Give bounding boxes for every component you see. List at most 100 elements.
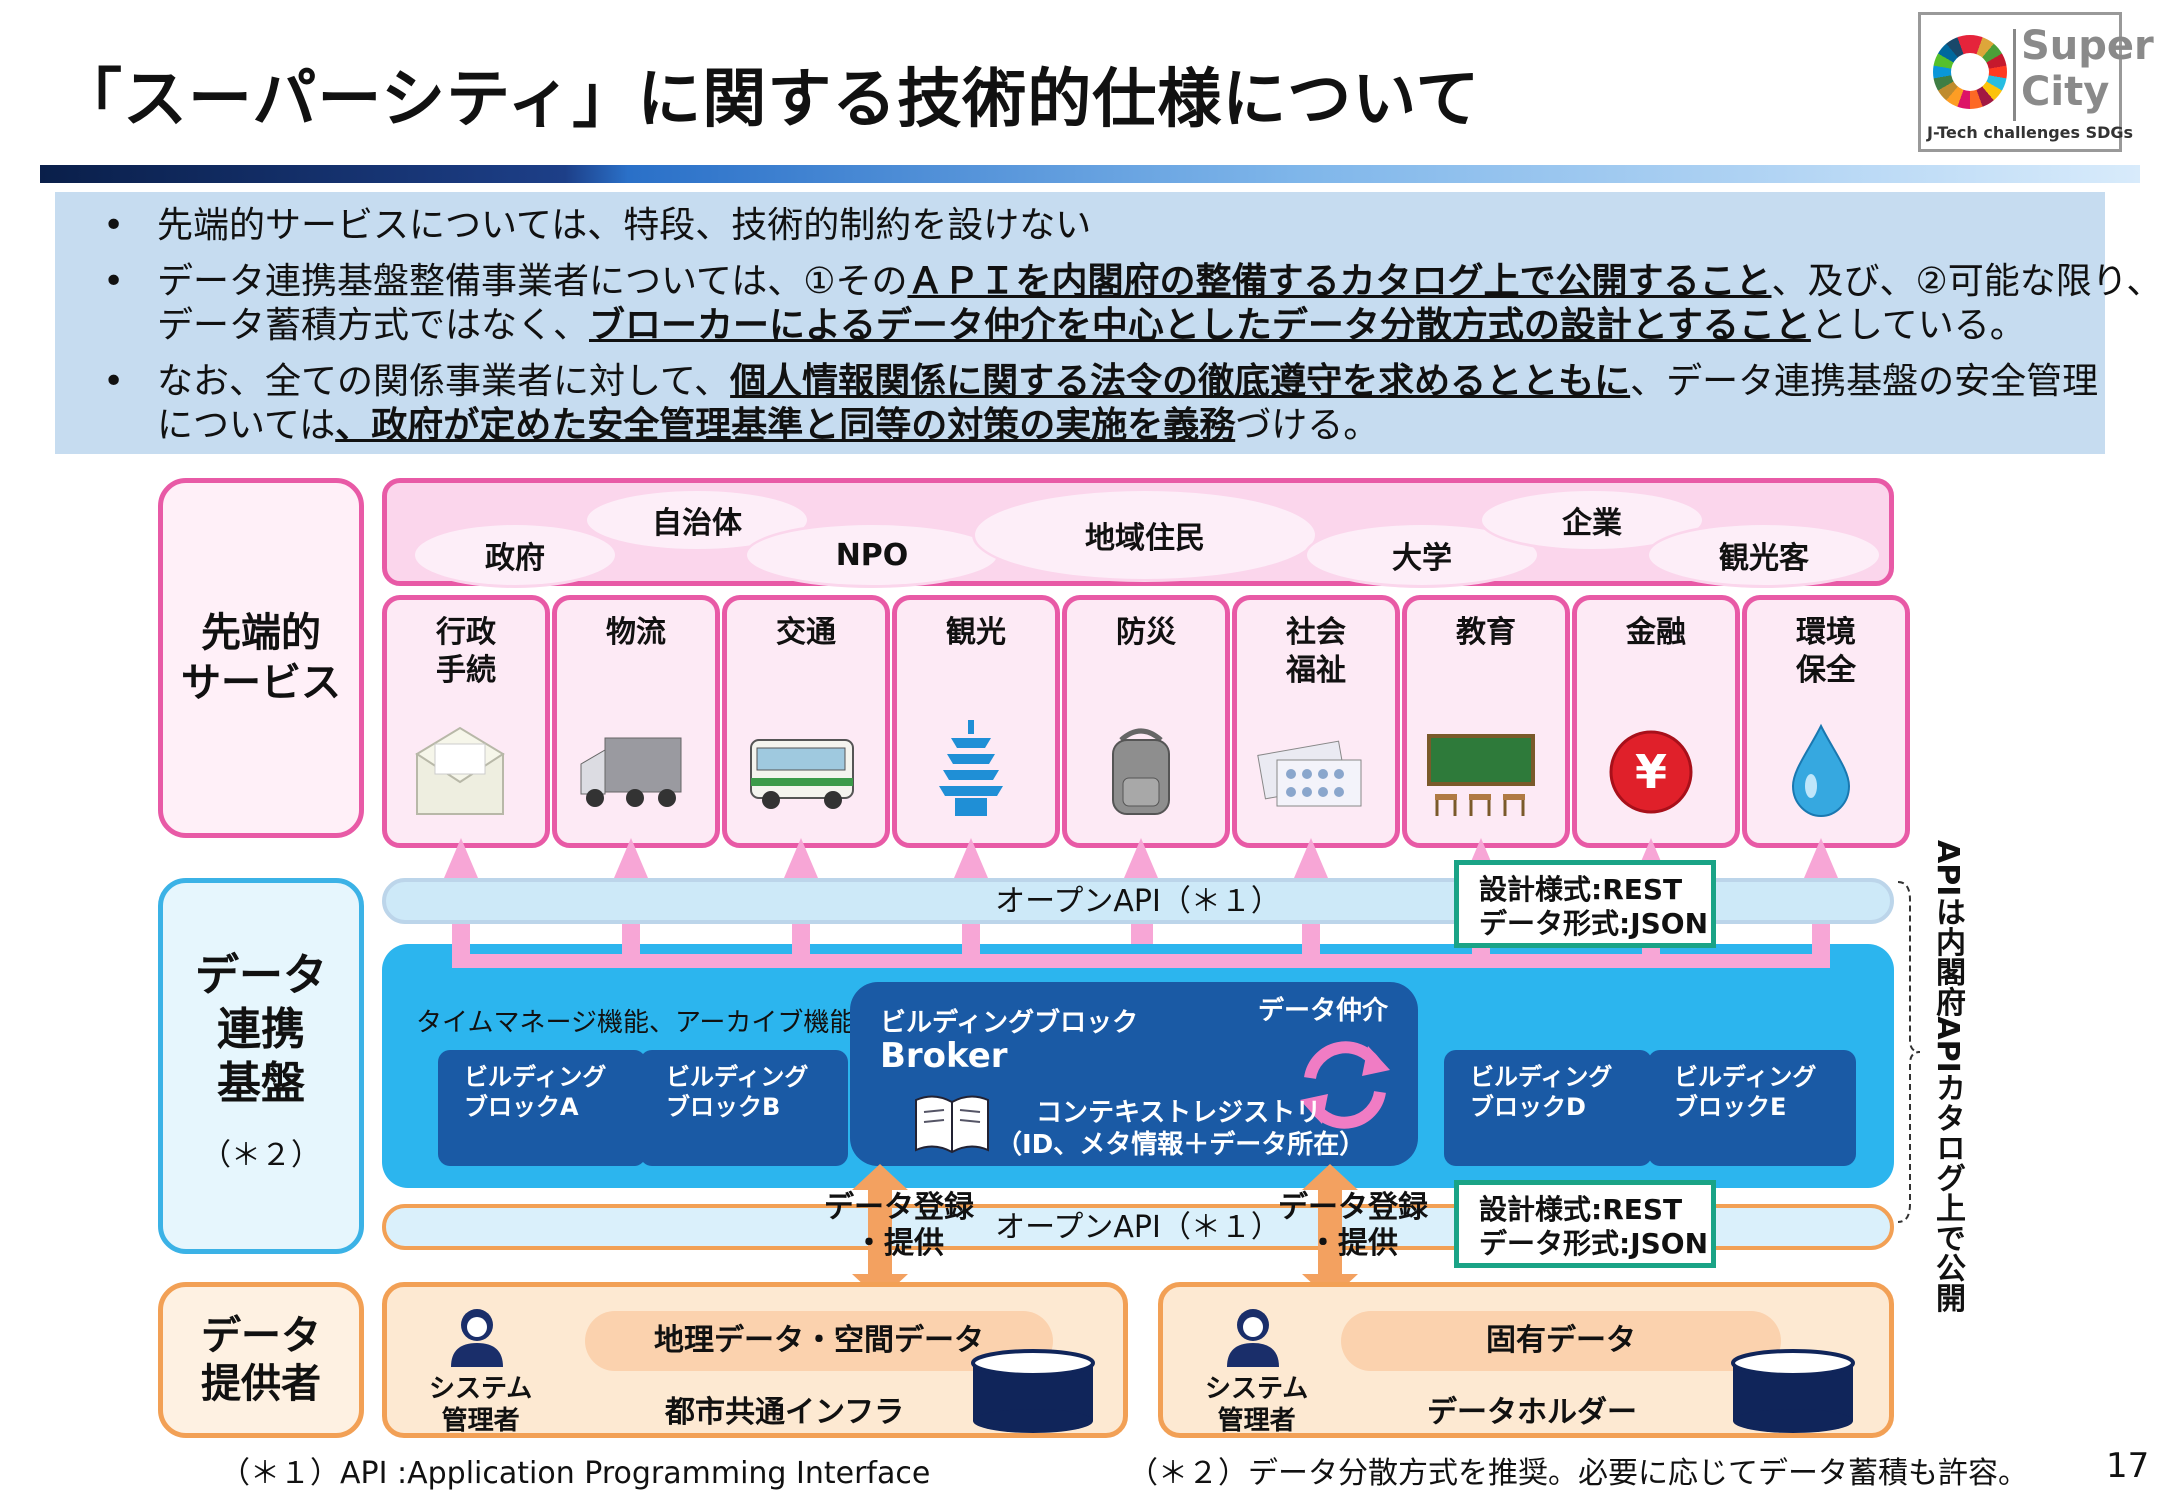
yen-icon: ¥ xyxy=(1609,730,1693,814)
api-catalog-note: APIは内閣府APIカタログ上で公開 xyxy=(1930,840,1965,1313)
logo-line1: Super xyxy=(2021,23,2154,69)
rest-spec-box-bottom: 設計様式:REST データ形式:JSON xyxy=(1454,1180,1716,1268)
data-flow-label-left: データ登録 ・提供 xyxy=(824,1190,974,1261)
service-box-gyosei: 行政 手続 xyxy=(382,595,550,848)
context-registry-detail: （ID、メタ情報＋データ所在） xyxy=(996,1130,1366,1160)
summary-bullets: • 先端的サービスについては、特段、技術的制約を設けない • データ連携基盤整備… xyxy=(55,192,2162,454)
platform-function-note: タイムマネージ機能、アーカイブ機能等 xyxy=(416,1008,882,1038)
rest-spec-format: データ形式:JSON xyxy=(1479,1227,1709,1260)
service-name: 社会 福祉 xyxy=(1286,615,1346,688)
service-box-kanko: 観光 xyxy=(892,595,1060,848)
layer-label-platform: データ 連携 基盤 （＊２） xyxy=(158,878,364,1254)
layer-label-platform-note: （＊２） xyxy=(201,1138,321,1173)
open-api-label: オープンAPI（＊１） xyxy=(995,884,1281,919)
footnote-distributed: （＊２）データ分散方式を推奨。必要に応じてデータ蓄積も許容。 xyxy=(1128,1456,2028,1491)
service-box-butsuryu: 物流 xyxy=(552,595,720,848)
bullet-3-seg: なお、全ての関係事業者に対して、 xyxy=(157,361,731,402)
service-name: 防災 xyxy=(1116,615,1176,650)
broker-title: ビルディングブロック xyxy=(880,1008,1139,1038)
bullet-3-text: なお、全ての関係事業者に対して、個人情報関係に関する法令の徹底遵守を求めるととも… xyxy=(157,360,2098,448)
service-name: 金融 xyxy=(1626,615,1686,650)
admin-person-icon xyxy=(451,1309,503,1367)
service-box-kyoiku: 教育 xyxy=(1402,595,1570,848)
building-block-d: ビルディング ブロックD xyxy=(1444,1050,1652,1166)
water-drop-icon xyxy=(1791,723,1851,818)
actor-oval: 地域住民 xyxy=(975,491,1315,579)
envelope-icon xyxy=(415,726,505,815)
broker-building-block: ビルディングブロック Broker データ仲介 コンテキストレジストリ （ID、… xyxy=(850,982,1418,1166)
title-underline-bar xyxy=(40,165,2140,183)
footnote-api: （＊１）API :Application Programming Interfa… xyxy=(220,1456,931,1491)
backpack-icon xyxy=(1112,728,1170,815)
admin-label: システム 管理者 xyxy=(429,1374,533,1436)
logo-divider xyxy=(2013,29,2016,121)
context-registry-label: コンテキストレジストリ xyxy=(1036,1098,1322,1128)
bullet-1-text: 先端的サービスについては、特段、技術的制約を設けない xyxy=(157,204,1091,248)
service-box-kotsu: 交通 xyxy=(722,595,890,848)
broker-mediation-label: データ仲介 xyxy=(1258,996,1389,1026)
actor-oval: NPO xyxy=(747,525,997,585)
logo-subtitle: J-Tech challenges SDGs xyxy=(1927,123,2134,142)
layer-label-services-text: 先端的 サービス xyxy=(181,610,341,706)
database-icon xyxy=(1731,1349,1855,1433)
provider-holder: 都市共通インフラ xyxy=(665,1395,905,1430)
bullet-dot: • xyxy=(103,361,125,402)
api-bracket xyxy=(1897,881,1921,1223)
platform-pink-bus xyxy=(452,944,1830,968)
admin-person-icon xyxy=(1227,1309,1279,1367)
blackboard-icon xyxy=(1427,734,1535,816)
open-book-icon xyxy=(915,1095,989,1154)
service-box-bosai: 防災 xyxy=(1062,595,1230,848)
actor-oval: 観光客 xyxy=(1649,525,1879,585)
provider-holder: データホルダー xyxy=(1427,1395,1637,1430)
service-name: 観光 xyxy=(946,615,1006,650)
bullet-2-seg: データ蓄積方式ではなく、 xyxy=(157,305,590,346)
provider-panel-infra: システム 管理者 地理データ・空間データ 都市共通インフラ xyxy=(382,1282,1128,1438)
bullet-3-seg: については xyxy=(157,405,336,446)
service-box-fukushi: 社会 福祉 xyxy=(1232,595,1400,848)
svg-text:¥: ¥ xyxy=(1635,745,1667,799)
bullet-2-seg: としている。 xyxy=(1810,305,2026,346)
bullet-dot: • xyxy=(103,205,125,246)
service-box-kankyo: 環境 保全 xyxy=(1742,595,1910,848)
broker-name: Broker xyxy=(880,1036,1008,1076)
rest-spec-format: データ形式:JSON xyxy=(1479,907,1709,940)
layer-label-providers-text: データ 提供者 xyxy=(201,1313,321,1407)
actor-oval: 政府 xyxy=(415,525,615,585)
sdgs-wheel-icon xyxy=(1933,35,2007,109)
bullet-3-seg: 、データ連携基盤の安全管理 xyxy=(1630,361,2099,402)
service-name: 教育 xyxy=(1456,615,1516,650)
bullet-1-seg: 先端的サービスについては、特段、技術的制約を設けない xyxy=(157,205,1092,246)
medicine-icon xyxy=(1257,740,1362,807)
building-block-a: ビルディング ブロックA xyxy=(438,1050,646,1166)
truck-icon xyxy=(580,737,682,807)
rest-spec-design: 設計様式:REST xyxy=(1479,1193,1683,1226)
open-api-label: オープンAPI（＊１） xyxy=(995,1210,1281,1245)
bullet-2-seg: データ連携基盤整備事業者については、①その xyxy=(157,261,908,302)
bullet-2-emph: ブローカーによるデータ仲介を中心としたデータ分散方式の設計とすること xyxy=(589,305,1811,346)
bullet-3-seg: づける。 xyxy=(1235,405,1380,446)
bullet-3-emph: 個人情報関係に関する法令の徹底遵守を求めるとともに xyxy=(730,361,1631,402)
bullet-2-emph: ＡＰＩを内閣府の整備するカタログ上で公開すること xyxy=(907,261,1772,302)
bullet-2-seg: 、及び、②可能な限り、 xyxy=(1771,261,2163,302)
layer-label-platform-text: データ 連携 基盤 xyxy=(195,950,327,1109)
service-box-kinyu: 金融 ¥ xyxy=(1572,595,1740,848)
bus-icon xyxy=(750,739,854,809)
bullet-3-emph: 、政府が定めた安全管理基準と同等の対策の実施を義務 xyxy=(335,405,1236,446)
page-number: 17 xyxy=(2106,1446,2150,1486)
layer-label-providers: データ 提供者 xyxy=(158,1282,364,1438)
logo-line2: City xyxy=(2021,69,2110,115)
refresh-cycle-icon xyxy=(1300,1041,1390,1129)
rest-spec-design: 設計様式:REST xyxy=(1479,873,1683,906)
provider-data-pill: 固有データ xyxy=(1341,1311,1781,1371)
page-title: 「スーパーシティ」に関する技術的仕様について xyxy=(58,63,1481,137)
data-flow-arrows xyxy=(852,1164,1358,1300)
service-name: 物流 xyxy=(606,615,666,650)
admin-label: システム 管理者 xyxy=(1205,1374,1309,1436)
service-name: 交通 xyxy=(776,615,836,650)
building-block-e: ビルディング ブロックE xyxy=(1648,1050,1856,1166)
bullet-2-text: データ連携基盤整備事業者については、①そのＡＰＩを内閣府の整備するカタログ上で公… xyxy=(157,260,2162,348)
actors-panel: 政府 自治体 NPO 地域住民 大学 企業 観光客 xyxy=(382,478,1894,586)
